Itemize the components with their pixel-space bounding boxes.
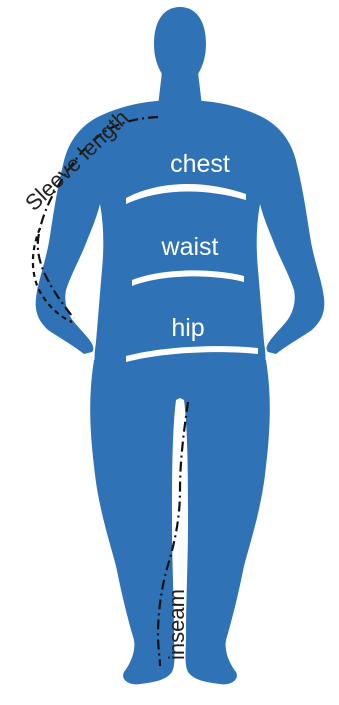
body-silhouette [36, 7, 325, 684]
chest-label: chest [170, 150, 230, 178]
inseam-label: inseam [164, 589, 189, 660]
waist-label: waist [161, 233, 219, 261]
hip-label: hip [171, 314, 204, 342]
